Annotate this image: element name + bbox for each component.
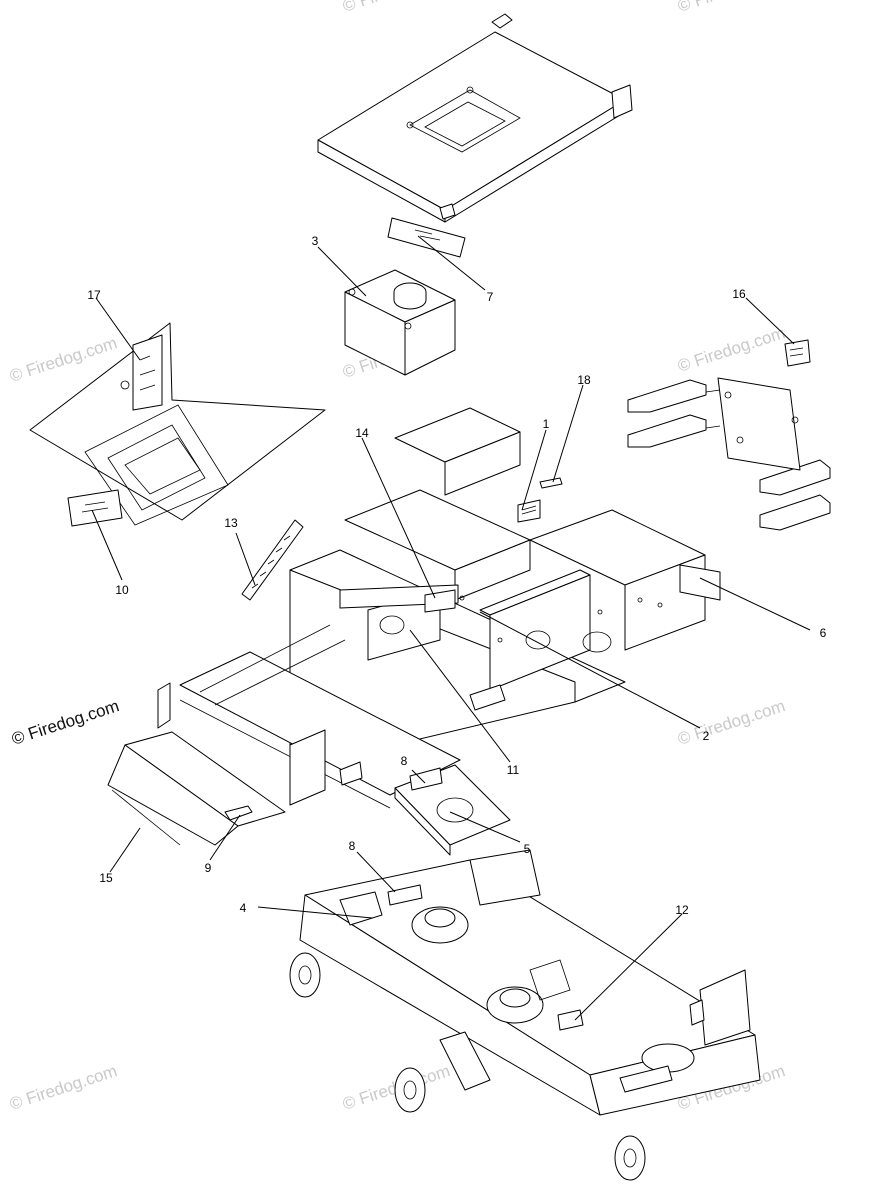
callout-10: 10 [115, 583, 129, 597]
callout-18: 18 [577, 373, 591, 387]
decal-10 [67, 489, 123, 527]
front-panel [107, 731, 286, 846]
callout-15: 15 [99, 871, 113, 885]
decal-7 [387, 217, 466, 258]
callout-14: 14 [355, 426, 369, 440]
watermark: © Firedog.com [7, 1061, 119, 1114]
callout-3: 3 [312, 234, 319, 248]
mower-deck [289, 849, 761, 1181]
seat-plate [317, 13, 633, 223]
switch-box [344, 269, 456, 376]
callout-1: 1 [543, 417, 550, 431]
callout-16: 16 [732, 287, 746, 301]
leader-lines [91, 235, 811, 1021]
main-frame [157, 407, 721, 809]
height-scale-decal [241, 519, 304, 601]
callout-4: 4 [240, 901, 247, 915]
watermark: © Firedog.com [340, 0, 452, 16]
callout-13: 13 [224, 516, 238, 530]
watermark: © Firedog.com [675, 323, 787, 376]
callout-5: 5 [524, 842, 531, 856]
watermark-dark: © Firedog.com [9, 696, 121, 749]
pin-18 [539, 477, 563, 489]
callout-6: 6 [820, 626, 827, 640]
callout-9: 9 [205, 861, 212, 875]
roll-bar-brackets [627, 339, 831, 531]
watermark: © Firedog.com [675, 0, 787, 16]
callout-17: 17 [87, 288, 101, 302]
callout-8-deck: 8 [349, 839, 356, 853]
callout-11: 11 [507, 763, 520, 777]
callout-12: 12 [675, 903, 689, 917]
deck-bracket [394, 764, 511, 856]
callout-2: 2 [703, 729, 710, 743]
callout-7: 7 [487, 290, 494, 304]
callout-numbers: 1 2 3 4 5 6 7 8 8 9 10 11 12 13 14 15 16… [87, 234, 826, 917]
watermark: © Firedog.com [675, 696, 787, 749]
callout-8: 8 [401, 754, 408, 768]
